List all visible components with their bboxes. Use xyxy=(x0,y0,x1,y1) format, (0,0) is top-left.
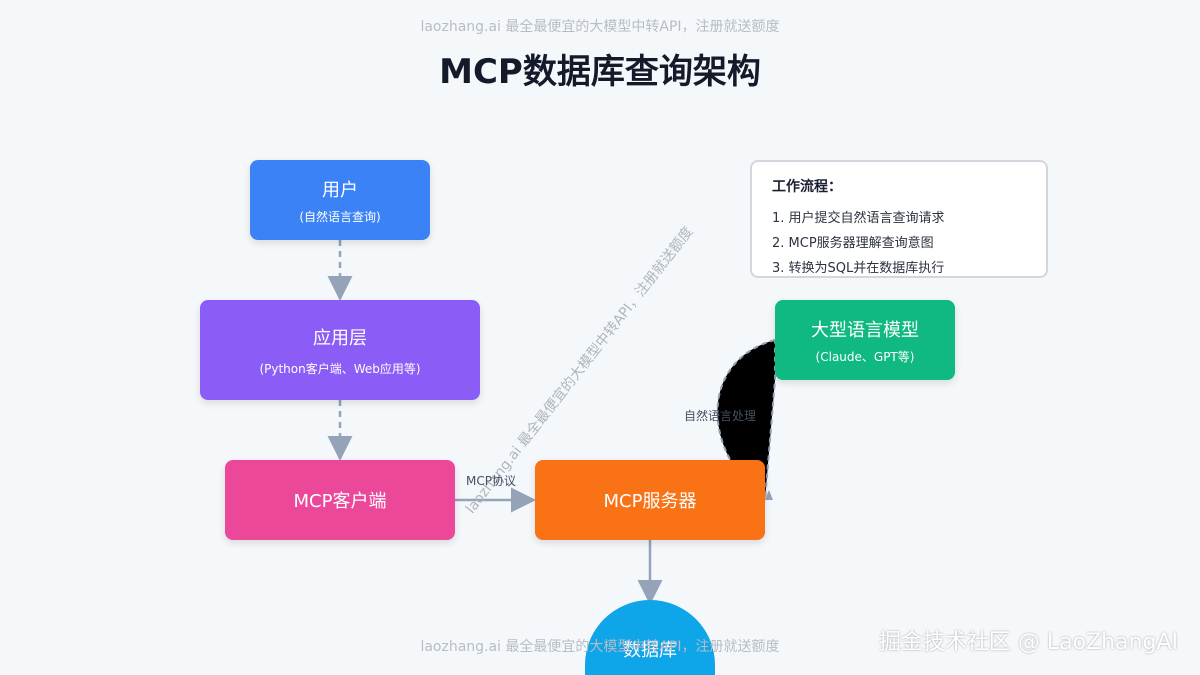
edge-label-mcp-protocol: MCP协议 xyxy=(466,474,516,488)
node-user-label: 用户 xyxy=(322,179,358,201)
credit-text: 掘金技术社区 @ LaoZhangAI xyxy=(878,630,1178,655)
page-title: MCP数据库查询架构 xyxy=(439,52,761,92)
node-llm-label: 大型语言模型 xyxy=(811,319,919,341)
node-user: 用户 (自然语言查询) xyxy=(250,160,430,240)
node-app: 应用层 (Python客户端、Web应用等) xyxy=(200,300,480,400)
node-server-label: MCP服务器 xyxy=(603,491,697,512)
node-client: MCP客户端 xyxy=(225,460,455,540)
node-server: MCP服务器 xyxy=(535,460,765,540)
node-app-label: 应用层 xyxy=(313,327,367,349)
top-watermark: laozhang.ai 最全最便宜的大模型中转API，注册就送额度 xyxy=(420,19,780,35)
bottom-watermark: laozhang.ai 最全最便宜的大模型中转API，注册就送额度 xyxy=(420,639,780,655)
workflow-step: 1. 用户提交自然语言查询请求 xyxy=(772,211,945,226)
workflow-step: 3. 转换为SQL并在数据库执行 xyxy=(772,261,945,276)
workflow-panel: 工作流程： 1. 用户提交自然语言查询请求 2. MCP服务器理解查询意图 3.… xyxy=(750,160,1048,278)
node-app-sub: (Python客户端、Web应用等) xyxy=(259,361,421,376)
node-llm: 大型语言模型 (Claude、GPT等) xyxy=(775,300,955,380)
node-llm-sub: (Claude、GPT等) xyxy=(815,349,915,364)
workflow-heading: 工作流程： xyxy=(772,179,842,195)
workflow-step: 2. MCP服务器理解查询意图 xyxy=(772,236,934,251)
node-db-label: 数据库 xyxy=(623,640,677,661)
node-client-label: MCP客户端 xyxy=(293,491,387,512)
node-user-sub: (自然语言查询) xyxy=(299,209,381,224)
edge-label-nlp: 自然语言处理 xyxy=(684,409,757,423)
